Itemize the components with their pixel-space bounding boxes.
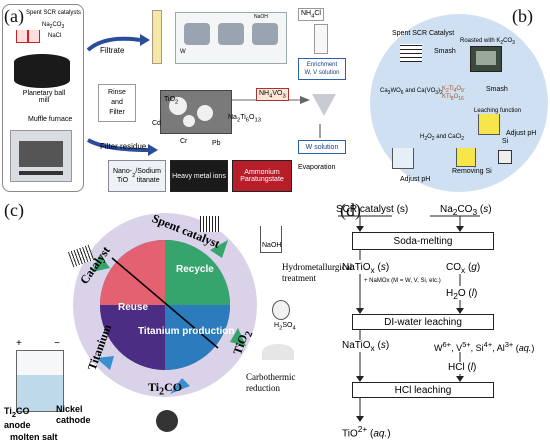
powder-icon bbox=[262, 344, 294, 360]
c-salt: molten salt bbox=[10, 432, 58, 442]
muffle-furnace-icon bbox=[10, 130, 72, 182]
d-h2o: H2O (l) bbox=[446, 288, 478, 301]
b-ph2: Adjust pH bbox=[400, 176, 431, 183]
input-spent-scr: Spent SCR catalysts bbox=[26, 10, 82, 16]
c-h2so4: H2SO4 bbox=[274, 322, 296, 332]
beaker-yellow-icon bbox=[478, 114, 500, 135]
b-smash1: Smash bbox=[434, 48, 456, 55]
panel-d-arrows bbox=[338, 215, 480, 422]
d-ions: W6+, V5+, Si4+, Al3+ (aq.) bbox=[434, 340, 535, 353]
d-tio: TiO2+ (aq.) bbox=[342, 424, 391, 440]
ring-ti2co: Ti2CO bbox=[148, 380, 183, 398]
d-cox: COx (g) bbox=[446, 262, 481, 275]
output-apt: Ammonium Paratungstate bbox=[232, 160, 292, 192]
panel-d: (d) SCR catalyst (s) Na2CO3 bbox=[330, 200, 550, 445]
beaker-clear-icon bbox=[392, 148, 414, 169]
el-na2ti6o13: Na2Ti6O13 bbox=[228, 114, 261, 124]
nh4cl-label: NH4Cl bbox=[298, 8, 324, 22]
electrolysis-cell-icon bbox=[16, 350, 64, 412]
filtrate-label: Filtrate bbox=[100, 46, 125, 55]
panel-b: (b) Spent SCR Catalyst Smash Roasted wit… bbox=[356, 0, 550, 200]
b-roasted: Roasted with K2CO3 bbox=[460, 38, 515, 47]
ion-exchange-column-icon bbox=[152, 10, 162, 64]
c-plus: + bbox=[16, 338, 22, 349]
spent-mesh-icon bbox=[200, 216, 220, 232]
inner-reuse: Reuse bbox=[118, 302, 148, 313]
furnace-label: Muffle furnace bbox=[28, 116, 73, 123]
b-products: Ca3WO6 and Ca(VO3)2 bbox=[380, 88, 443, 97]
adsorption-inset: W NaOH bbox=[175, 12, 287, 64]
filter-residue-label: Filter residue bbox=[100, 142, 147, 151]
graduated-cylinder-icon bbox=[314, 24, 328, 54]
b-spent-label: Spent SCR Catalyst bbox=[392, 30, 455, 37]
inner-titanium: Titanium production bbox=[138, 326, 234, 337]
output-heavy-metal: Heavy metal ions bbox=[170, 160, 228, 192]
d-hcl: HCl (l) bbox=[448, 362, 477, 373]
furnace-icon bbox=[470, 46, 502, 72]
inset-w: W bbox=[180, 49, 186, 55]
panel-a: (a) Spent SCR catalysts Na2CO3 NaCl Plan… bbox=[0, 0, 352, 200]
el-pb: Pb bbox=[212, 140, 221, 147]
panel-b-label: (b) bbox=[512, 6, 533, 26]
d-namox: + NaMOx (M = W, V, Si, etc.) bbox=[364, 278, 441, 284]
b-potassium: K2Ti4O9·KTi8O16 bbox=[442, 86, 466, 103]
ball-mill-frame bbox=[2, 4, 84, 192]
panel-c: (c) Recycle Reuse Titanium production Ca… bbox=[0, 200, 352, 445]
d-natiox2: NaTiOx (s) bbox=[342, 340, 390, 353]
b-smash2: Smash bbox=[486, 86, 508, 93]
ti2co-pellet-icon bbox=[156, 410, 178, 432]
c-naoh: NaOH bbox=[262, 242, 282, 249]
input-na2co3: Na2CO3 bbox=[42, 22, 65, 31]
catalyst-grid-icon bbox=[400, 44, 422, 62]
si-meter-icon bbox=[498, 150, 512, 164]
flask-icon bbox=[272, 300, 290, 320]
d-di-box: DI-water leaching bbox=[352, 314, 494, 330]
funnel-icon bbox=[312, 94, 336, 116]
sem-micrograph bbox=[160, 90, 232, 134]
naoh-beaker-icon bbox=[260, 226, 282, 253]
panel-c-label: (c) bbox=[4, 200, 24, 220]
panel-d-label: (d) bbox=[340, 200, 361, 220]
ball-mill-icon bbox=[14, 54, 70, 88]
panel-c-wheel: Recycle Reuse Titanium production bbox=[73, 213, 257, 397]
beaker-icon bbox=[28, 30, 40, 43]
d-soda-box: Soda-melting bbox=[352, 232, 494, 250]
w-solution-box: W solution bbox=[298, 140, 346, 154]
c-minus: − bbox=[54, 338, 60, 349]
el-tio2: TiO2 bbox=[164, 96, 179, 106]
beaker-yellow-2-icon bbox=[456, 148, 476, 167]
nh4vo3-label: NH4VO3 bbox=[256, 88, 289, 102]
el-cr: Cr bbox=[180, 138, 188, 145]
beaker-icon bbox=[16, 30, 28, 43]
d-scr: SCR catalyst (s) bbox=[336, 204, 409, 215]
b-si: Si bbox=[502, 138, 509, 145]
inset-naoh: NaOH bbox=[254, 14, 268, 20]
evaporation-label: Evaporation bbox=[298, 164, 336, 171]
b-h2o2: H2O2 and CaCl2 bbox=[420, 134, 465, 143]
input-nacl: NaCl bbox=[48, 33, 62, 39]
d-na2co3: Na2CO3 (s) bbox=[440, 204, 492, 217]
b-ph1: Adjust pH bbox=[506, 130, 537, 137]
d-natiox1: NaTiOx (s) bbox=[342, 262, 390, 275]
inner-recycle: Recycle bbox=[176, 264, 214, 275]
b-remove-si: Removing Si bbox=[452, 168, 492, 175]
el-cd: Cd bbox=[152, 120, 161, 127]
d-hcl-box: HCl leaching bbox=[352, 382, 494, 398]
b-leach: Leaching function bbox=[474, 108, 522, 114]
